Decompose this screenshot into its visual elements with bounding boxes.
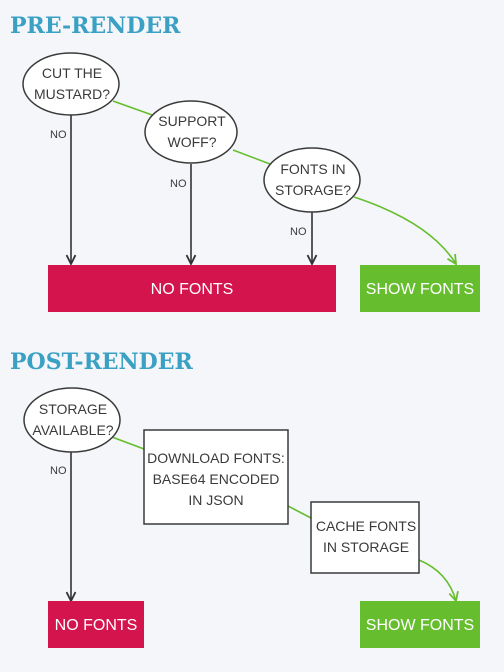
post-show-fonts-result <box>360 601 480 648</box>
no-fonts-result <box>48 265 336 312</box>
decision-support-woff: SUPPORT WOFF? <box>144 100 238 164</box>
decision-text-line: MUSTARD? <box>34 86 110 102</box>
decision-ellipse <box>22 52 120 116</box>
step-box <box>310 501 420 574</box>
step-text-line: BASE64 ENCODED <box>153 471 280 487</box>
no-label-woff: NO <box>170 178 187 190</box>
no-label-mustard: NO <box>50 129 67 141</box>
no-fonts-label: NO FONTS <box>151 281 234 298</box>
decision-text-line: SUPPORT <box>158 113 226 129</box>
decision-storage-available: STORAGE AVAILABLE? <box>23 387 121 453</box>
yes-edge-mustard-to-woff <box>112 100 156 117</box>
step-box <box>143 429 289 525</box>
no-label-storage-available: NO <box>50 465 67 477</box>
no-label-storage: NO <box>290 226 307 238</box>
yes-edge-storage-to-download <box>111 436 145 450</box>
decision-fonts-in-storage: FONTS IN STORAGE? <box>263 147 361 213</box>
post-render-heading: POST-RENDER <box>10 349 193 375</box>
decision-text-line: AVAILABLE? <box>32 422 113 438</box>
decision-text-line: STORAGE <box>39 401 107 417</box>
decision-text-line: STORAGE? <box>275 182 351 198</box>
step-cache-fonts: CACHE FONTS IN STORAGE <box>310 501 420 574</box>
post-no-fonts-label: NO FONTS <box>55 617 138 634</box>
pre-render-heading: PRE-RENDER <box>10 13 181 39</box>
yes-edge-download-to-cache <box>287 505 312 519</box>
step-text-line: CACHE FONTS <box>316 518 416 534</box>
yes-edge-cache-to-show-fonts <box>418 559 456 601</box>
decision-text-line: FONTS IN <box>280 161 345 177</box>
step-download-fonts: DOWNLOAD FONTS: BASE64 ENCODED IN JSON <box>143 429 289 525</box>
show-fonts-result <box>360 265 480 312</box>
decision-text-line: WOFF? <box>168 134 217 150</box>
show-fonts-label: SHOW FONTS <box>366 281 474 298</box>
decision-text-line: CUT THE <box>42 65 102 81</box>
yes-edge-storage-to-show-fonts <box>353 196 456 264</box>
step-text-line: DOWNLOAD FONTS: <box>147 450 285 466</box>
step-text-line: IN JSON <box>188 492 243 508</box>
decision-cut-the-mustard: CUT THE MUSTARD? <box>22 52 120 116</box>
yes-edge-woff-to-storage <box>232 149 271 165</box>
decision-ellipse <box>23 387 121 453</box>
post-no-fonts-result <box>48 601 144 648</box>
decision-ellipse <box>144 100 238 164</box>
step-text-line: IN STORAGE <box>323 539 409 555</box>
post-show-fonts-label: SHOW FONTS <box>366 617 474 634</box>
decision-ellipse <box>263 147 361 213</box>
